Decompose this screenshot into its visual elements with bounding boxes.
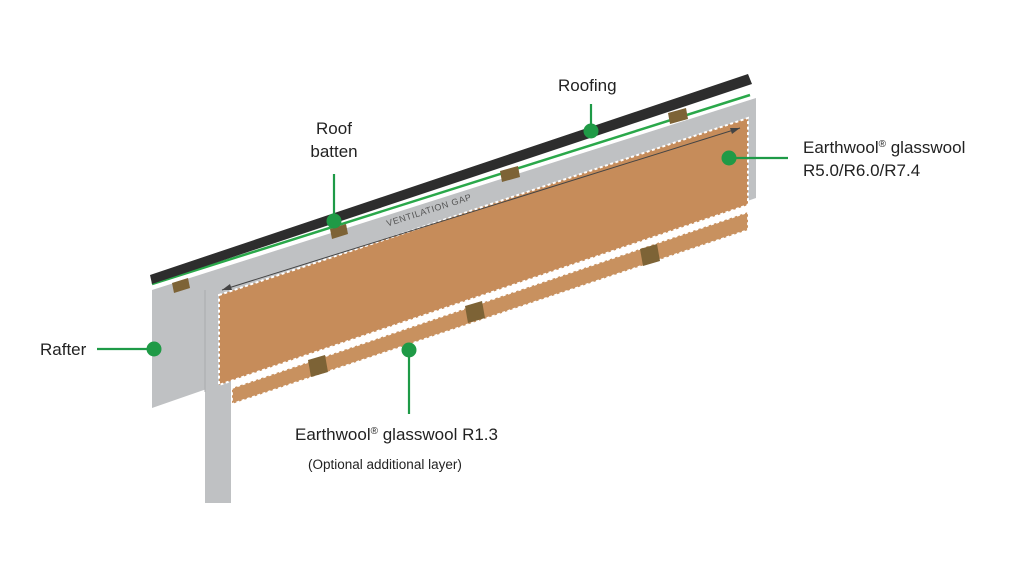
label-roof-batten: Roof batten	[304, 117, 364, 163]
product-suffix: glasswool	[885, 138, 966, 157]
brand-name: Earthwool	[295, 425, 371, 444]
label-roofing-text: Roofing	[558, 76, 617, 95]
earthwool-main-batt	[219, 118, 748, 385]
earthwool-main-batt-outline	[218, 116, 749, 387]
label-roof-batten-line1: Roof	[316, 119, 352, 138]
spacer-block	[640, 244, 660, 266]
roofing-sheet	[150, 74, 752, 284]
label-earthwool-main: Earthwool® glasswool R5.0/R6.0/R7.4	[803, 136, 965, 182]
spacer-block	[308, 355, 328, 377]
roof-batten	[668, 108, 688, 124]
label-roof-batten-line2: batten	[310, 142, 358, 161]
roof-batten	[172, 278, 190, 293]
callout-dot-earthwool-main	[721, 150, 737, 166]
spacer-block	[465, 301, 485, 323]
product-suffix: glasswool R1.3	[377, 425, 498, 444]
label-earthwool-optional: Earthwool® glasswool R1.3	[295, 423, 498, 446]
leader-lines	[97, 104, 788, 414]
label-optional-note: (Optional additional layer)	[308, 456, 462, 474]
ventilation-gap-arrow	[221, 127, 741, 291]
callout-dot-rafter	[146, 341, 162, 357]
sarking-membrane	[151, 93, 751, 286]
label-optional-note-text: (Optional additional layer)	[308, 457, 462, 472]
brand-name: Earthwool	[803, 138, 879, 157]
label-earthwool-main-name: Earthwool® glasswool	[803, 136, 965, 159]
rafter-post	[205, 380, 231, 503]
callout-dot-roof-batten	[326, 213, 342, 229]
earthwool-optional-batt-outline	[231, 210, 749, 406]
callout-dot-earthwool-optional	[401, 342, 417, 358]
callout-dot-roofing	[583, 123, 599, 139]
label-rafter: Rafter	[40, 338, 86, 361]
earthwool-optional-batt	[232, 212, 748, 404]
label-rafter-text: Rafter	[40, 340, 87, 359]
registered-mark: ®	[878, 139, 886, 150]
roof-batten	[500, 166, 520, 182]
label-roofing: Roofing	[558, 74, 617, 97]
label-earthwool-main-ratings: R5.0/R6.0/R7.4	[803, 161, 921, 180]
registered-mark: ®	[370, 426, 378, 437]
